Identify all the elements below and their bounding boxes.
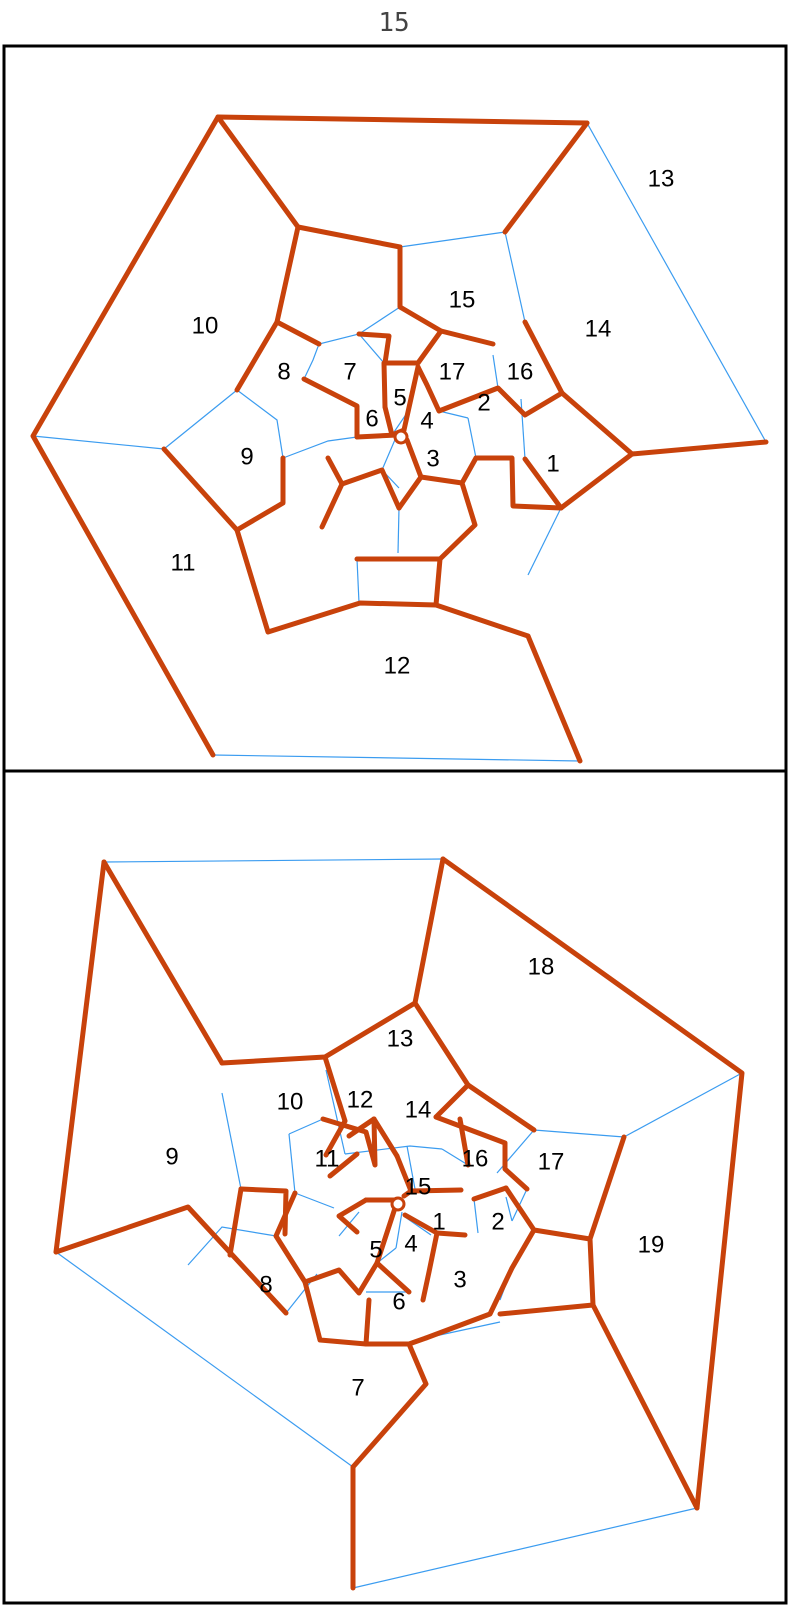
top-center-node [395,431,407,443]
bottom-face-label: 1 [432,1208,445,1235]
bottom-face-label: 8 [259,1271,272,1298]
bottom-face-label: 3 [453,1266,466,1293]
top-face-label: 2 [477,389,490,416]
bottom-face-label: 4 [404,1230,417,1257]
top-graph: 1 2 3 4 5 6 7 8 9 10 11 12 13 14 15 16 1… [33,117,766,761]
top-face-label: 14 [585,315,612,342]
top-face-label: 10 [192,312,219,339]
bottom-face-label: 17 [538,1148,565,1175]
bottom-face-label: 9 [165,1143,178,1170]
bottom-face-label: 5 [369,1236,382,1263]
bottom-thin-edges [56,859,742,1588]
bottom-thick-edges [56,859,742,1588]
bottom-face-label: 10 [277,1088,304,1115]
top-face-label: 4 [420,407,433,434]
top-face-label: 5 [393,384,406,411]
bottom-face-label: 12 [347,1086,374,1113]
bottom-face-label: 19 [638,1231,665,1258]
bottom-face-label: 13 [387,1025,414,1052]
top-face-label: 6 [365,405,378,432]
top-face-label: 17 [439,358,466,385]
top-face-label: 15 [449,286,476,313]
top-face-label: 13 [648,165,675,192]
bottom-face-label: 11 [315,1145,340,1172]
bottom-face-label: 16 [462,1145,489,1172]
top-face-label: 12 [384,652,411,679]
bottom-face-label: 15 [405,1173,432,1200]
top-face-label: 7 [343,358,356,385]
bottom-face-label: 6 [392,1288,405,1315]
top-face-label: 9 [240,443,253,470]
bottom-face-label: 14 [405,1096,432,1123]
top-face-label: 8 [277,358,290,385]
top-face-label: 11 [171,549,196,576]
top-face-label: 1 [546,450,559,477]
bottom-face-label: 2 [491,1208,504,1235]
bottom-graph: 1 2 3 4 5 6 7 8 9 10 11 12 13 14 15 16 1… [56,859,742,1588]
top-face-label: 16 [507,358,534,385]
bottom-face-labels: 1 2 3 4 5 6 7 8 9 10 11 12 13 14 15 16 1… [165,953,664,1401]
bottom-face-label: 18 [528,953,555,980]
top-face-label: 3 [426,445,439,472]
bottom-center-node [392,1198,404,1210]
bottom-face-label: 7 [351,1374,364,1401]
